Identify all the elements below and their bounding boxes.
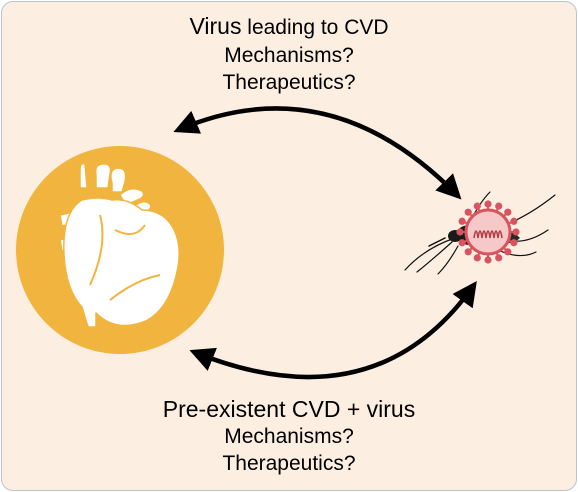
virus-spike-tip bbox=[484, 256, 492, 264]
virus-spike-tip bbox=[464, 248, 472, 256]
virus-spike-tip bbox=[510, 239, 518, 247]
top-label-virus-word: Virus bbox=[189, 13, 242, 39]
virus-spike-tip bbox=[456, 228, 464, 236]
top-label-rest: leading to CVD bbox=[241, 16, 389, 39]
bottom-label-line1: Pre-existent CVD + virus bbox=[162, 396, 416, 422]
top-label-line3: Therapeutics? bbox=[222, 71, 356, 94]
virus-spike-tip bbox=[504, 248, 512, 256]
heart-icon bbox=[59, 162, 180, 328]
virus-spike-tip bbox=[464, 208, 472, 216]
virus-spike-tip bbox=[510, 217, 518, 225]
top-label-line2: Mechanisms? bbox=[224, 44, 354, 67]
virus-spike-tip bbox=[458, 217, 466, 225]
virus-icon bbox=[456, 200, 520, 264]
virus-spike-tip bbox=[512, 228, 520, 236]
top-arrow bbox=[173, 106, 462, 200]
virus-spike-tip bbox=[484, 200, 492, 208]
top-label-line1: Virus leading to CVD bbox=[0, 14, 578, 40]
virus-spike-tip bbox=[504, 208, 512, 216]
bottom-arrow bbox=[189, 280, 477, 380]
bottom-label-line2: Mechanisms? bbox=[224, 425, 354, 448]
virus-spike-tip bbox=[473, 202, 481, 210]
bottom-label-line3: Therapeutics? bbox=[222, 452, 356, 475]
virus-spike-tip bbox=[495, 254, 503, 262]
virus-spike-tip bbox=[495, 202, 503, 210]
virus-spike-tip bbox=[458, 239, 466, 247]
virus-spike-tip bbox=[473, 254, 481, 262]
